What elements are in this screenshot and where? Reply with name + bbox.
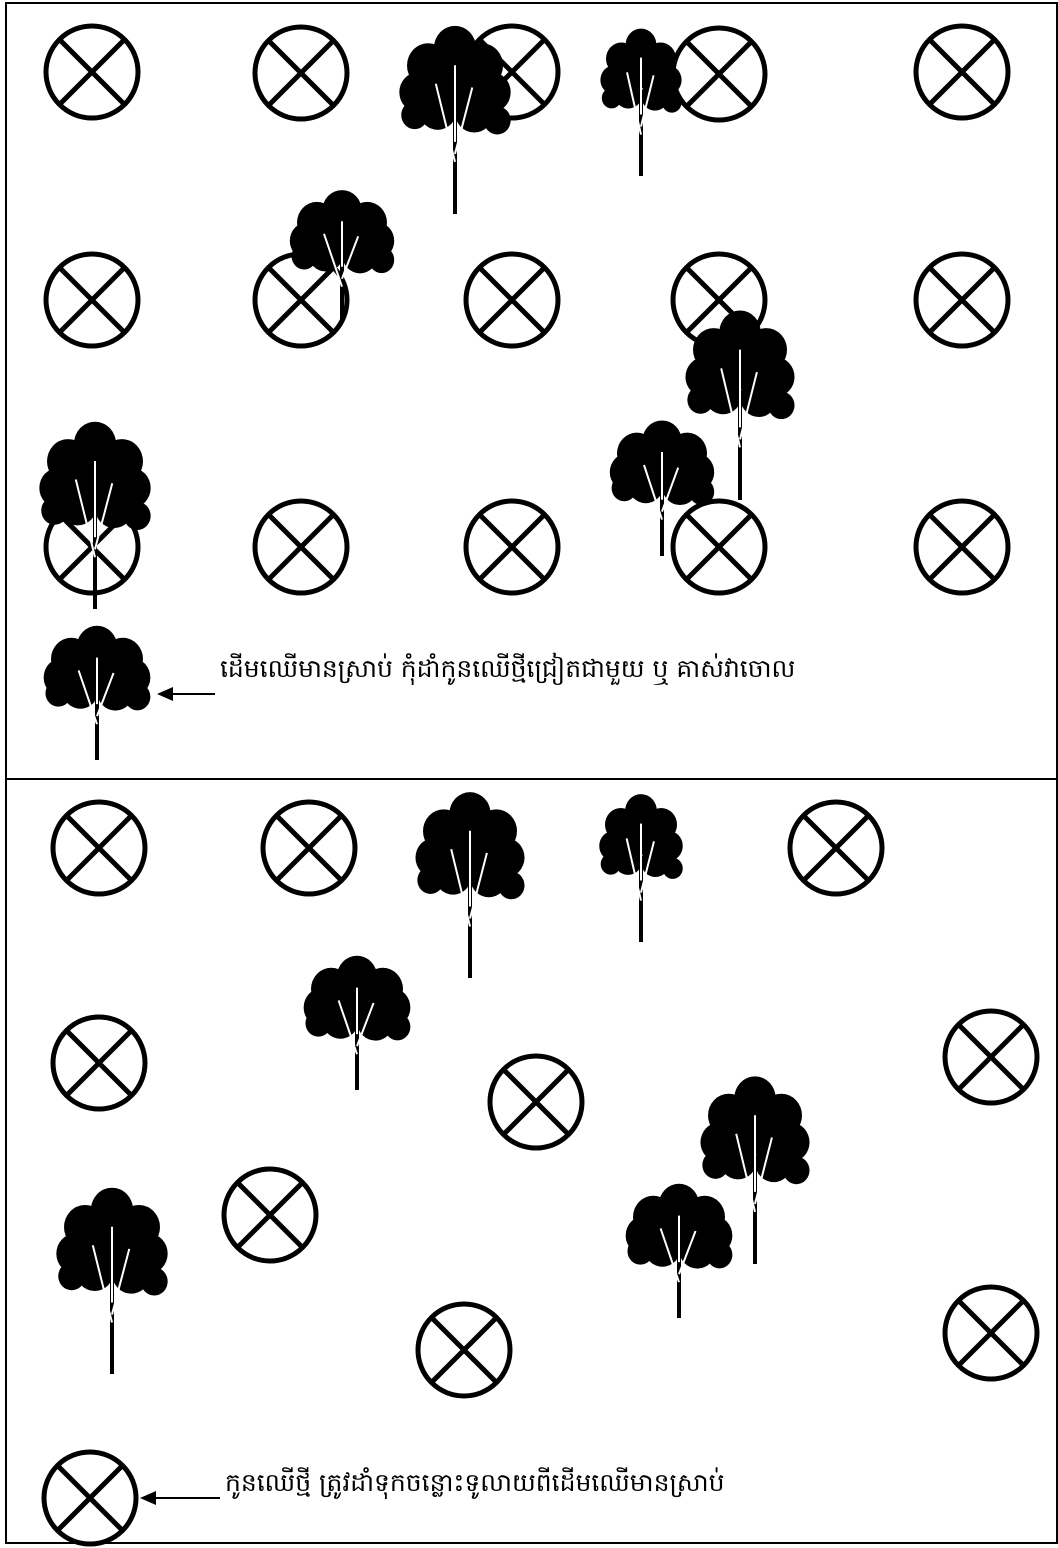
planting-spot-icon [255,27,347,119]
existing-tree-icon [39,422,150,609]
existing-tree-icon [600,29,681,176]
seedlings-panel: កូនឈើថ្មី ត្រូវដាំទុកចន្លោះទូលាយពីដើមឈើម… [5,778,1058,1544]
existing-tree-icon [599,794,683,942]
planting-spot-icon [916,501,1008,593]
pointer-arrow-icon [157,687,215,701]
planting-spot-icon [44,1452,136,1544]
planting-spot-icon [46,26,138,118]
existing-trees-panel: ដើមឈើមានស្រាប់ កុំដាំកូនឈើថ្មីជ្រៀតជាមួយ… [5,2,1058,780]
planting-spot-icon [224,1169,316,1261]
planting-spot-icon [790,802,882,894]
existing-tree-icon [415,792,524,978]
existing-tree-icon [44,626,151,760]
planting-spot-icon [945,1287,1037,1379]
planting-spot-icon [255,501,347,593]
pointer-arrow-icon [140,1491,220,1505]
seedlings-caption: កូនឈើថ្មី ត្រូវដាំទុកចន្លោះទូលាយពីដើមឈើម… [225,1468,725,1498]
planting-spot-icon [418,1304,510,1396]
existing-tree-icon [56,1188,167,1374]
planting-spot-icon [466,501,558,593]
planting-spot-icon [916,254,1008,346]
existing-tree-icon [304,956,411,1090]
planting-spot-icon [263,802,355,894]
planting-spot-icon [53,802,145,894]
planting-spot-icon [916,26,1008,118]
planting-spot-icon [673,28,765,120]
existing-tree-icon [626,1184,733,1318]
existing-trees-caption: ដើមឈើមានស្រាប់ កុំដាំកូនឈើថ្មីជ្រៀតជាមួយ… [220,654,795,684]
planting-spot-icon [490,1056,582,1148]
planting-spot-icon [945,1011,1037,1103]
planting-spot-icon [53,1017,145,1109]
planting-spot-icon [673,501,765,593]
existing-tree-icon [399,26,510,214]
seedlings-diagram [7,780,1058,1546]
planting-spot-icon [46,254,138,346]
planting-spot-icon [466,254,558,346]
